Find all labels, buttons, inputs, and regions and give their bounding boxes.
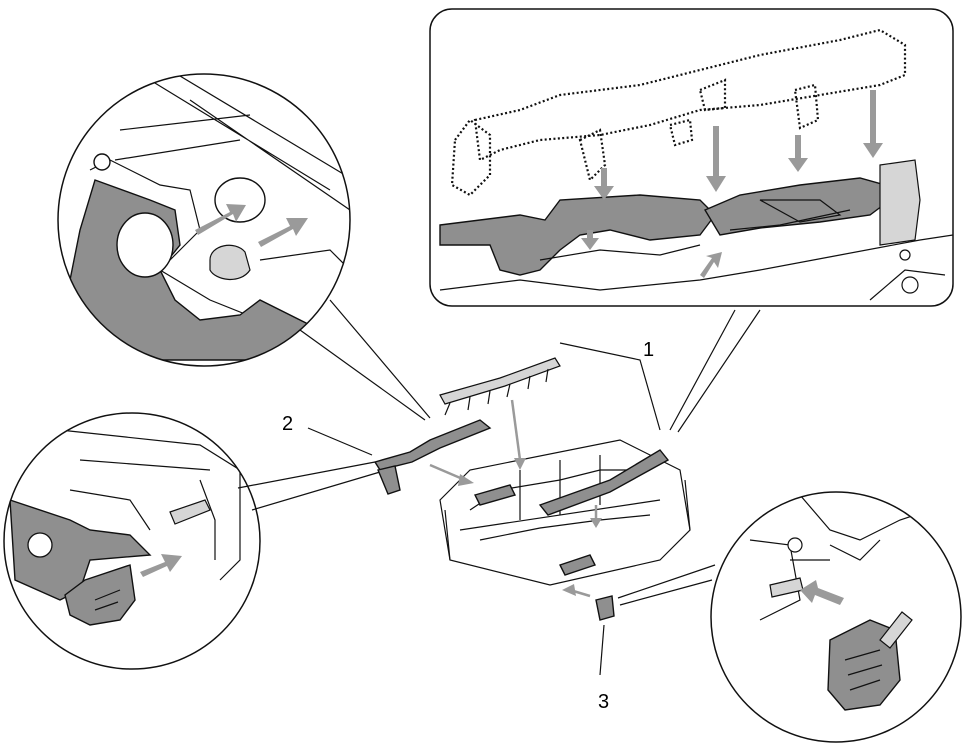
zoom-circle-bottom-right: [710, 491, 962, 743]
callout-label-1: 1: [643, 339, 654, 361]
callout-label-2: 2: [282, 413, 293, 435]
zoom-panel-top-right: [429, 8, 954, 307]
zoom-circle-middle-left: [3, 412, 261, 670]
part-3: [595, 595, 615, 621]
zoom-circle-top-left: [57, 73, 351, 367]
callout-label-3: 3: [598, 691, 609, 713]
belt-unit-assembly: [373, 357, 691, 621]
part-2: [373, 419, 492, 471]
callout-1: 1: [559, 339, 661, 431]
part-1-upper: [439, 357, 561, 405]
callout-2: 2: [282, 413, 373, 456]
install-arrows: [581, 90, 883, 278]
callout-3: 3: [598, 624, 609, 713]
